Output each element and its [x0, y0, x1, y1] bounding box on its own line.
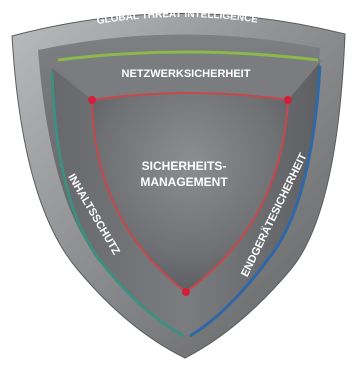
junction-nodes — [88, 96, 292, 296]
center-label-line2: MANAGEMENT — [140, 175, 228, 189]
node-right — [284, 96, 292, 104]
segment-right — [186, 60, 320, 336]
accent-line-top — [57, 50, 319, 62]
node-left — [88, 96, 96, 104]
divider-top — [91, 92, 289, 101]
accent-line-right — [189, 65, 322, 338]
segment-top — [52, 52, 322, 100]
segment-label-top: NETZWERKSICHERHEIT — [122, 68, 251, 80]
node-bottom — [182, 288, 190, 296]
segment-left — [52, 68, 186, 336]
segment-dividers — [91, 92, 289, 293]
divider-right — [185, 99, 289, 293]
shield-core — [92, 93, 288, 292]
center-label-line1: SICHERHEITS- — [142, 159, 227, 173]
divider-left — [91, 99, 187, 293]
accent-line-left — [50, 71, 185, 338]
